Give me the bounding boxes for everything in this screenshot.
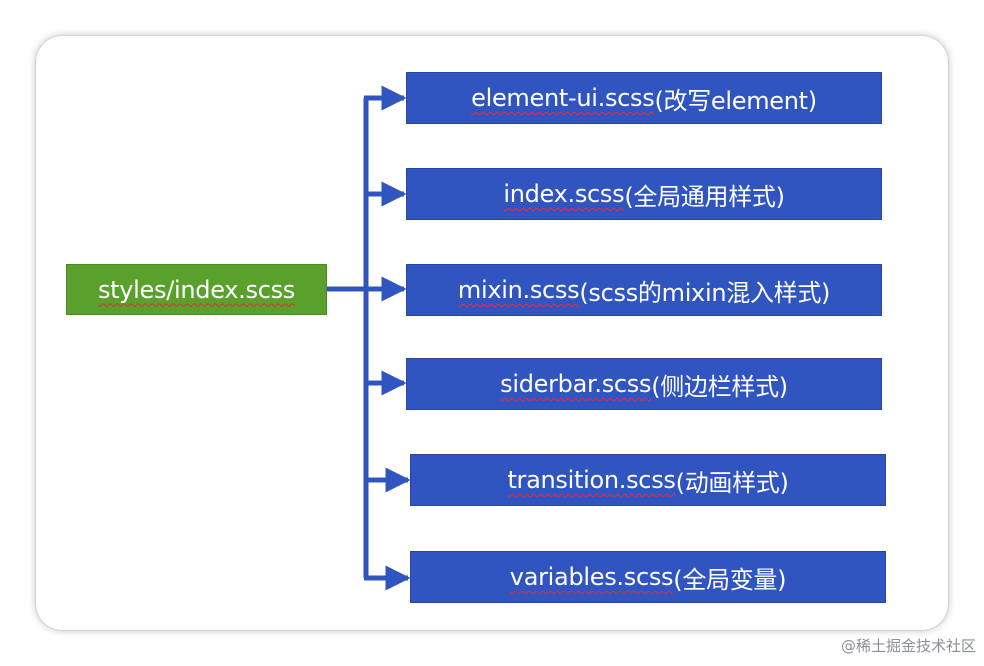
child-node-description: (改写element) xyxy=(654,86,817,115)
child-node-description: (动画样式) xyxy=(675,468,789,497)
child-node-mixin: mixin.scss(scss的mixin混入样式) xyxy=(406,264,882,316)
child-node-description: (侧边栏样式) xyxy=(651,372,788,401)
root-node-styles-index: styles/index.scss xyxy=(66,264,327,315)
child-node-filename: index.scss xyxy=(503,180,625,208)
child-node-filename: mixin.scss xyxy=(457,276,580,304)
root-node-filename: styles/index.scss xyxy=(97,275,296,304)
child-node-transition: transition.scss(动画样式) xyxy=(410,454,886,506)
child-node-siderbar: siderbar.scss(侧边栏样式) xyxy=(406,358,882,410)
child-node-element-ui: element-ui.scss(改写element) xyxy=(406,72,882,124)
child-node-description: (全局通用样式) xyxy=(624,182,785,211)
child-node-description: (scss的mixin混入样式) xyxy=(579,278,831,307)
child-node-filename: siderbar.scss xyxy=(500,370,652,398)
child-node-filename: element-ui.scss xyxy=(471,84,655,112)
child-node-filename: transition.scss xyxy=(507,466,676,494)
child-node-filename: variables.scss xyxy=(509,563,674,591)
diagram-card xyxy=(36,36,948,630)
watermark-text: @稀土掘金技术社区 xyxy=(840,637,976,655)
child-node-description: (全局变量) xyxy=(673,565,787,594)
child-node-variables: variables.scss(全局变量) xyxy=(410,551,886,603)
child-node-index: index.scss(全局通用样式) xyxy=(406,168,882,220)
